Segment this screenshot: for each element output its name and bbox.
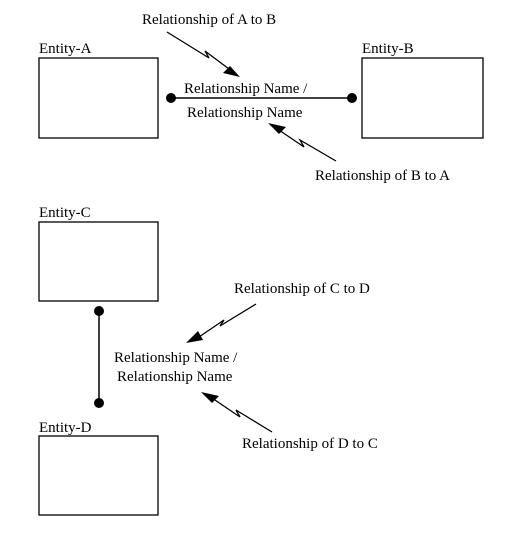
relationship-end-dot-a [166, 93, 176, 103]
relationship-a-to-b-label: Relationship of A to B [142, 12, 276, 28]
entity-c-box[interactable] [38, 221, 159, 302]
lightning-arrowhead-a-to-b [223, 66, 240, 77]
relationship-c-to-d-label: Relationship of C to D [234, 281, 370, 297]
entity-d-box[interactable] [38, 435, 159, 516]
entity-a-box[interactable] [38, 57, 159, 139]
relationship-cd-name-line2: Relationship Name [117, 369, 233, 385]
relationship-end-dot-b [347, 93, 357, 103]
entity-d-label: Entity-D [39, 420, 92, 436]
relationship-cd-name-line1: Relationship Name / [114, 350, 238, 366]
entity-b-box[interactable] [361, 57, 484, 139]
entity-c-label: Entity-C [39, 205, 91, 221]
relationship-end-dot-d [94, 398, 104, 408]
lightning-arrow-c-to-d [195, 303, 257, 340]
lightning-arrowhead-c-to-d [186, 331, 203, 343]
relationship-end-dot-c [94, 306, 104, 316]
lightning-arrow-a-to-b [166, 31, 234, 73]
entity-b-label: Entity-B [362, 41, 414, 57]
entity-a-label: Entity-A [39, 41, 92, 57]
relationship-d-to-c-label: Relationship of D to C [242, 436, 378, 452]
lightning-arrow-b-to-a [275, 127, 337, 162]
lightning-arrow-d-to-c [211, 397, 273, 433]
relationship-b-to-a-label: Relationship of B to A [315, 168, 450, 184]
lightning-arrowhead-d-to-c [201, 392, 219, 403]
relationship-ab-name-line1: Relationship Name / [184, 81, 308, 97]
relationship-ab-name-line2: Relationship Name [187, 105, 303, 121]
lightning-arrowhead-b-to-a [268, 123, 286, 134]
